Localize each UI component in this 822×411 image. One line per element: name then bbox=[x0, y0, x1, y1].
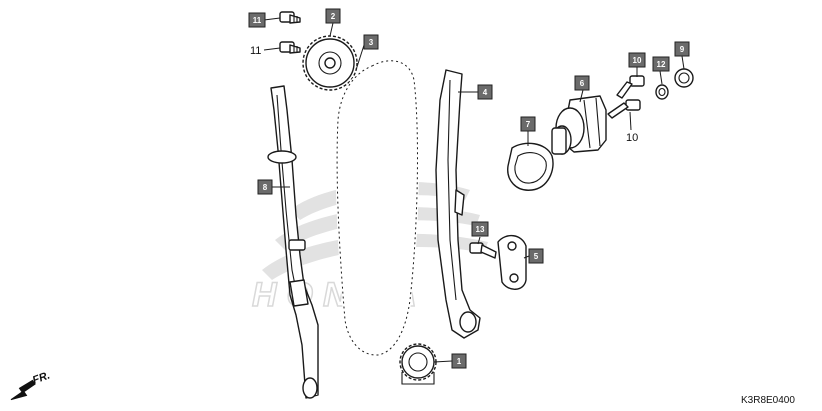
plain-label-11: 11 bbox=[250, 45, 261, 57]
callout-12: 12 bbox=[652, 56, 670, 72]
diagram-reference-code: K3R8E0400 bbox=[741, 395, 795, 406]
callout-10: 10 bbox=[628, 52, 646, 68]
tensioner-plate bbox=[497, 235, 527, 290]
callout-8: 8 bbox=[257, 179, 273, 195]
callout-7: 7 bbox=[520, 116, 536, 132]
sealing-bolt-9 bbox=[674, 68, 694, 88]
front-arrow-icon bbox=[10, 379, 36, 401]
drive-sprocket bbox=[399, 343, 437, 385]
callout-2: 2 bbox=[325, 8, 341, 24]
washer-12 bbox=[655, 84, 669, 100]
svg-text:6: 6 bbox=[580, 79, 585, 88]
svg-text:1: 1 bbox=[457, 357, 462, 366]
svg-text:8: 8 bbox=[263, 183, 268, 192]
tensioner-arm-lower-eye bbox=[302, 377, 318, 399]
front-marker-label: FR. bbox=[31, 369, 52, 386]
svg-text:5: 5 bbox=[534, 252, 539, 261]
tensioner-arm-pivot bbox=[267, 150, 297, 164]
svg-text:4: 4 bbox=[483, 88, 488, 97]
svg-text:7: 7 bbox=[526, 120, 531, 129]
tensioner-arm-pad bbox=[288, 239, 306, 251]
svg-text:10: 10 bbox=[633, 56, 642, 65]
cam-chain bbox=[335, 59, 419, 357]
bolt-11-lower bbox=[279, 41, 301, 54]
tensioner-gasket bbox=[507, 142, 554, 191]
svg-text:9: 9 bbox=[680, 45, 685, 54]
cam-sprocket bbox=[302, 35, 358, 91]
callout-4: 4 bbox=[477, 84, 493, 100]
chain-tensioner-arm bbox=[267, 85, 319, 399]
svg-text:2: 2 bbox=[331, 12, 336, 21]
front-direction-marker: FR. bbox=[10, 369, 52, 401]
tensioner-lifter bbox=[551, 95, 607, 155]
leader-lines bbox=[263, 17, 685, 363]
callout-13: 13 bbox=[471, 221, 489, 237]
bolt-13 bbox=[469, 242, 497, 259]
callout-11: 11 bbox=[248, 12, 266, 28]
bolt-10-lower bbox=[607, 99, 641, 119]
svg-text:11: 11 bbox=[253, 16, 262, 25]
chain-guide-lower-eye bbox=[459, 311, 477, 333]
chain-guide bbox=[435, 69, 481, 339]
bolt-11-upper bbox=[279, 11, 301, 24]
callout-9: 9 bbox=[674, 41, 690, 57]
svg-text:3: 3 bbox=[369, 38, 374, 47]
callout-3: 3 bbox=[363, 34, 379, 50]
bolt-10-upper bbox=[616, 75, 645, 99]
callout-6: 6 bbox=[574, 75, 590, 91]
plain-label-10: 10 bbox=[626, 132, 638, 144]
callout-1: 1 bbox=[451, 353, 467, 369]
svg-text:13: 13 bbox=[476, 225, 485, 234]
svg-text:12: 12 bbox=[657, 60, 666, 69]
callout-5: 5 bbox=[528, 248, 544, 264]
